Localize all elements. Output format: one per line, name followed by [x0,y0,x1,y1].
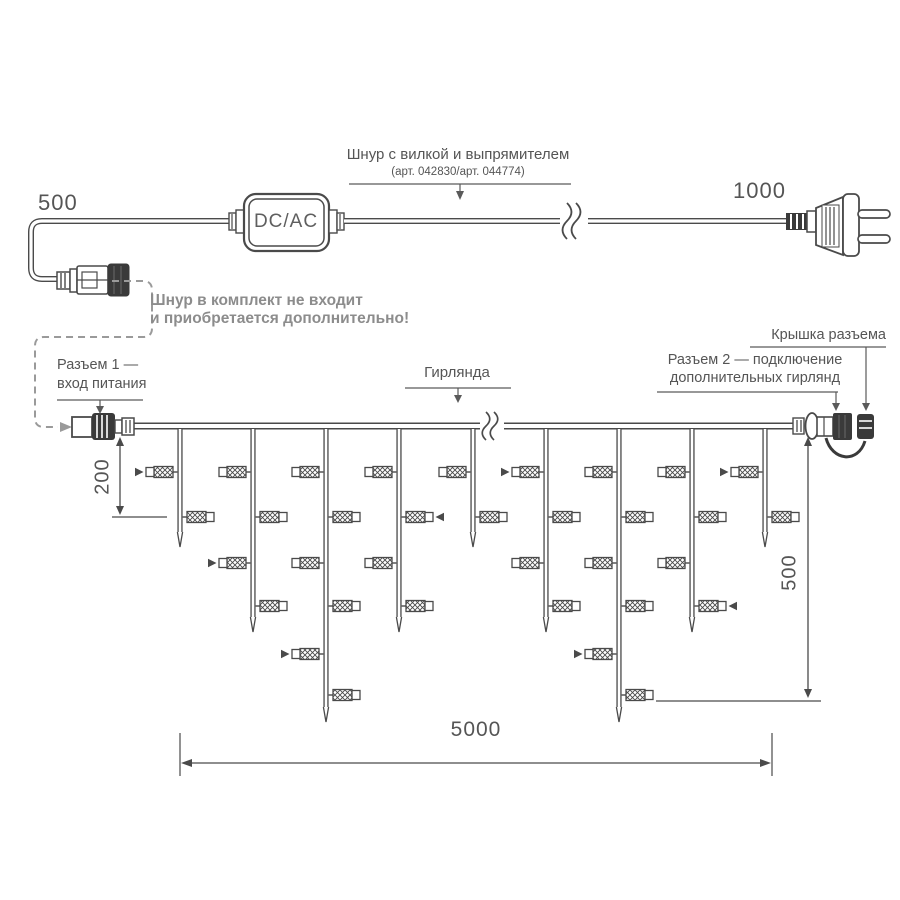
led-bulb-icon [405,510,426,524]
dimension-5000 [179,733,773,776]
led-pointer-arrow-icon [281,649,290,659]
led-pointer-arrow-icon [135,467,144,477]
dimension-500 [656,437,821,702]
connector2-leader [657,391,840,411]
led-bulb-icon [479,510,500,524]
led-bulb-icon [665,556,686,570]
cord-note-line1: Шнур в комплект не входит [150,292,363,309]
dcac-label: DC/AC [253,211,319,232]
power-plug-icon [786,193,891,257]
led-bulb-icon [372,556,393,570]
led-bulb-icon [698,599,719,613]
led-bulb-icon [592,556,613,570]
led-bulb-icon [738,465,759,479]
power-cord-connector-icon [56,263,130,297]
led-bulb-icon [226,465,247,479]
led-pointer-arrow-icon [728,601,737,611]
connector1-label-line1: Разъем 1 — [57,357,139,373]
cord-note-line2: и приобретается дополнительно! [150,310,410,327]
led-pointer-arrow-icon [574,649,583,659]
connector2-label-line2: дополнительных гирлянд [669,370,841,386]
led-bulb-icon [446,465,467,479]
connector2-label-line1: Разъем 2 — подключение [667,352,843,368]
led-bulb-icon [332,599,353,613]
led-bulb-icon [332,510,353,524]
cap-label: Крышка разъема [771,327,886,343]
led-bulb-icon [519,556,540,570]
led-bulb-icon [405,599,426,613]
power-cord [28,183,891,432]
led-bulb-icon [299,647,320,661]
led-bulb-icon [771,510,792,524]
led-bulb-icon [519,465,540,479]
led-bulb-icon [372,465,393,479]
led-bulb-icon [625,510,646,524]
connector2-icon [792,412,867,459]
led-bulb-icon [625,599,646,613]
led-pointer-arrow-icon [208,558,217,568]
connector1-label-line2: вход питания [57,376,147,392]
cord-right-length-label: 1000 [733,178,786,203]
led-bulb-icon [299,556,320,570]
dimension-200 [112,437,167,518]
led-bulb-icon [698,510,719,524]
dimension-200-label: 200 [91,458,114,495]
led-bulb-icon [552,510,573,524]
dimension-5000-label: 5000 [450,718,502,741]
cord-subtitle: (арт. 042830/арт. 044774) [391,166,525,178]
dimension-500-label: 500 [778,554,801,591]
cord-title-leader [349,183,571,200]
cord-break-icon [560,202,588,240]
dashed-connection-path [34,280,153,432]
garland-break-icon [480,411,504,441]
garland-label: Гирлянда [424,364,490,381]
led-bulb-icon [259,599,280,613]
cap-leader [750,346,886,411]
connector-cap-icon [857,414,874,439]
led-pointer-arrow-icon [720,467,729,477]
led-pointer-arrow-icon [501,467,510,477]
led-bulb-icon [332,688,353,702]
garland-drops [135,429,800,723]
cord-left-length-label: 500 [38,190,78,215]
connector1-leader [57,399,143,414]
garland-leader [405,387,511,403]
led-bulb-icon [153,465,174,479]
led-bulb-icon [592,465,613,479]
led-pointer-arrow-icon [435,512,444,522]
led-bulb-icon [186,510,207,524]
led-bulb-icon [625,688,646,702]
led-bulb-icon [259,510,280,524]
led-bulb-icon [592,647,613,661]
connector1-icon [71,413,135,440]
cord-title: Шнур с вилкой и выпрямителем [346,146,570,163]
led-bulb-icon [552,599,573,613]
led-bulb-icon [665,465,686,479]
dcac-converter-box [228,192,345,253]
led-bulb-icon [299,465,320,479]
led-bulb-icon [226,556,247,570]
